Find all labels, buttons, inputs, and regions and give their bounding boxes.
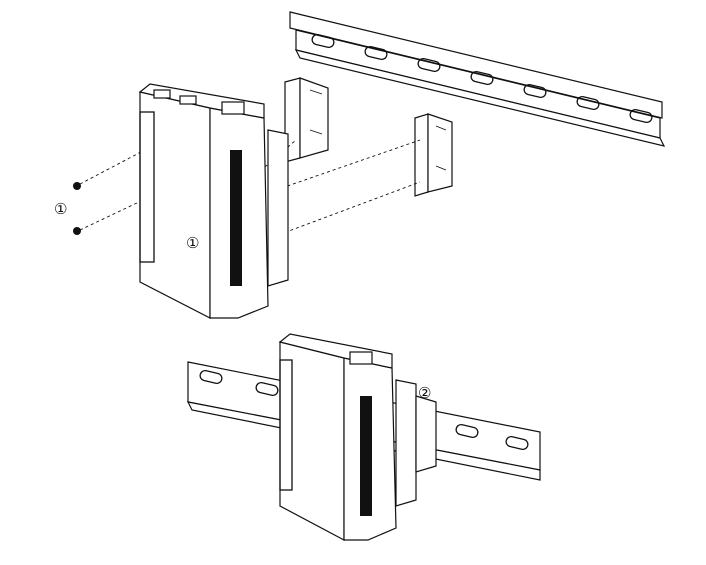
din-clip-lower — [414, 113, 453, 197]
din-clip-upper — [284, 77, 329, 163]
din-rail-top — [289, 11, 666, 147]
device-mounted — [278, 333, 437, 541]
step-label-screws-front: ① — [186, 234, 199, 252]
device-exploded — [138, 83, 289, 319]
step-label-screws-left: ① — [54, 200, 67, 218]
step-label-clip-on-rail: ② — [418, 384, 431, 402]
